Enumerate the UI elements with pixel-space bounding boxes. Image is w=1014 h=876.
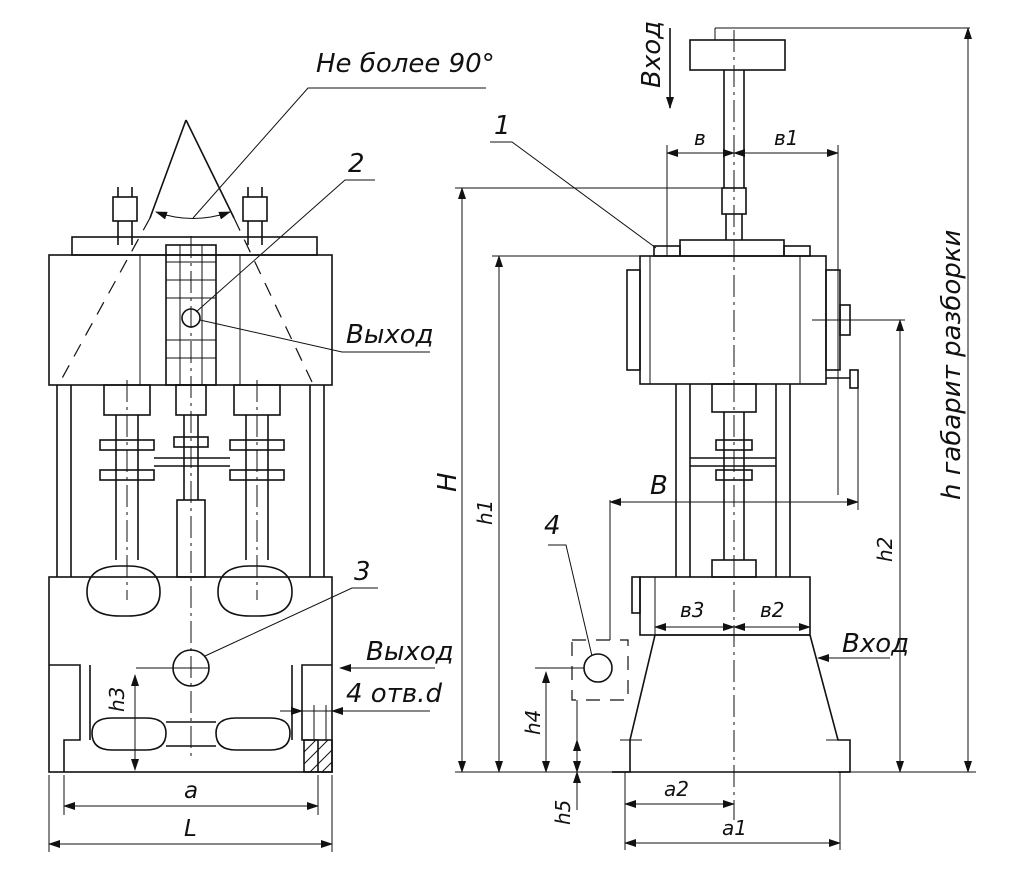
dim-a2-label: a2 bbox=[664, 777, 689, 801]
holes-label: 4 отв.d bbox=[346, 679, 442, 709]
front-view: Не более 90° bbox=[48, 49, 495, 852]
inlet-tee bbox=[689, 39, 786, 71]
front-base bbox=[48, 576, 333, 773]
side-top-plate bbox=[679, 239, 785, 257]
front-top-plate bbox=[71, 236, 318, 256]
dim-b-label: в bbox=[694, 126, 706, 150]
leader-3-label: 3 bbox=[354, 557, 371, 587]
leader-4-label: 4 bbox=[544, 511, 561, 541]
outlet-bottom-label: Выход bbox=[366, 637, 454, 667]
angle-cone: Не более 90° bbox=[59, 49, 495, 383]
dim-b2-label: в2 bbox=[760, 598, 785, 622]
side-view: Вход bbox=[433, 21, 976, 850]
dim-h2-label: h2 bbox=[873, 537, 897, 562]
leader-1-label: 1 bbox=[494, 111, 511, 141]
dim-b1-label: в1 bbox=[774, 126, 799, 150]
front-dimensions: a L h3 bbox=[48, 674, 333, 852]
dim-h-total-label: h габарит разборки bbox=[937, 230, 967, 500]
dim-B-label: B bbox=[650, 471, 668, 501]
side-outlet bbox=[583, 653, 613, 683]
front-studs bbox=[112, 187, 268, 245]
dim-L-label: L bbox=[184, 816, 197, 842]
side-base bbox=[612, 634, 656, 773]
dim-H-label: H bbox=[433, 472, 463, 492]
front-rods bbox=[99, 236, 285, 760]
dim-a1-label: a1 bbox=[722, 816, 747, 840]
outlet-top-label: Выход bbox=[346, 320, 434, 350]
inlet-top-label: Вход bbox=[637, 21, 667, 88]
dim-h3-label: h3 bbox=[105, 687, 129, 712]
dim-a-label: a bbox=[184, 778, 198, 804]
dim-h4-label: h4 bbox=[521, 710, 545, 735]
side-dimensions: в в1 H h1 B в3 в2 h2 bbox=[433, 27, 976, 850]
dim-h1-label: h1 bbox=[473, 500, 497, 525]
leader-2-label: 2 bbox=[348, 149, 365, 179]
angle-note: Не более 90° bbox=[316, 49, 495, 79]
front-columns bbox=[56, 385, 325, 577]
front-leaders: 2 Выход 3 Выход 4 отв.d bbox=[195, 149, 454, 715]
side-upper-housing bbox=[639, 255, 827, 385]
dim-h5-label: h5 bbox=[551, 800, 575, 825]
inlet-side-label: Вход bbox=[842, 629, 909, 659]
dim-b3-label: в3 bbox=[680, 598, 705, 622]
